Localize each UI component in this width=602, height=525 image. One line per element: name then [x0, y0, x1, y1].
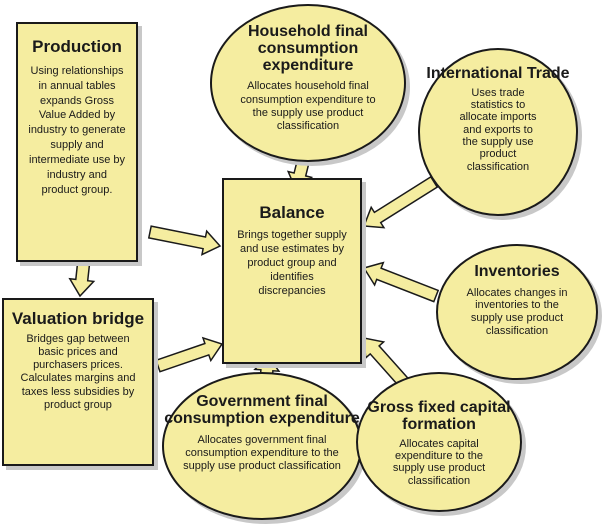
- balance-description: Brings together supply and use estimates…: [237, 228, 347, 298]
- international-trade-description: Uses trade statistics to allocate import…: [459, 86, 537, 173]
- government-consumption-description: Allocates government final consumption e…: [183, 433, 341, 472]
- gross-fixed-capital-formation-description: Allocates capital expenditure to the sup…: [392, 437, 486, 487]
- production-description: Using relationships in annual tables exp…: [28, 64, 126, 196]
- valuation-bridge-description: Bridges gap between basic prices and pur…: [20, 332, 136, 411]
- arrow-valuation-to-balance: [155, 336, 224, 373]
- government-consumption-title: Government final consumption expenditure: [164, 393, 360, 427]
- government-consumption-node: Government final consumption expenditure…: [162, 372, 362, 520]
- gross-fixed-capital-formation-title: Gross fixed capital formation: [367, 399, 511, 433]
- inventories-description: Allocates changes in inventories to the …: [466, 286, 568, 337]
- arrow-trade-to-balance: [362, 175, 439, 229]
- production-title: Production: [32, 37, 122, 56]
- valuation-bridge-title: Valuation bridge: [11, 309, 145, 328]
- gross-fixed-capital-formation-node: Gross fixed capital formation Allocates …: [356, 372, 522, 512]
- inventories-node: Inventories Allocates changes in invento…: [436, 244, 598, 380]
- production-node: Production Using relationships in annual…: [16, 22, 138, 262]
- arrow-production-to-balance: [147, 225, 222, 256]
- arrow-inventories-to-balance: [362, 261, 440, 303]
- international-trade-title: International Trade: [426, 65, 570, 82]
- household-consumption-description: Allocates household final consumption ex…: [240, 80, 376, 132]
- balance-title: Balance: [259, 203, 325, 222]
- valuation-bridge-node: Valuation bridge Bridges gap between bas…: [2, 298, 154, 466]
- balance-node: Balance Brings together supply and use e…: [222, 178, 362, 364]
- household-consumption-node: Household final consumption expenditure …: [210, 4, 406, 162]
- inventories-title: Inventories: [474, 263, 560, 280]
- household-consumption-title: Household final consumption expenditure: [248, 23, 368, 74]
- international-trade-node: International Trade Uses trade statistic…: [418, 48, 578, 216]
